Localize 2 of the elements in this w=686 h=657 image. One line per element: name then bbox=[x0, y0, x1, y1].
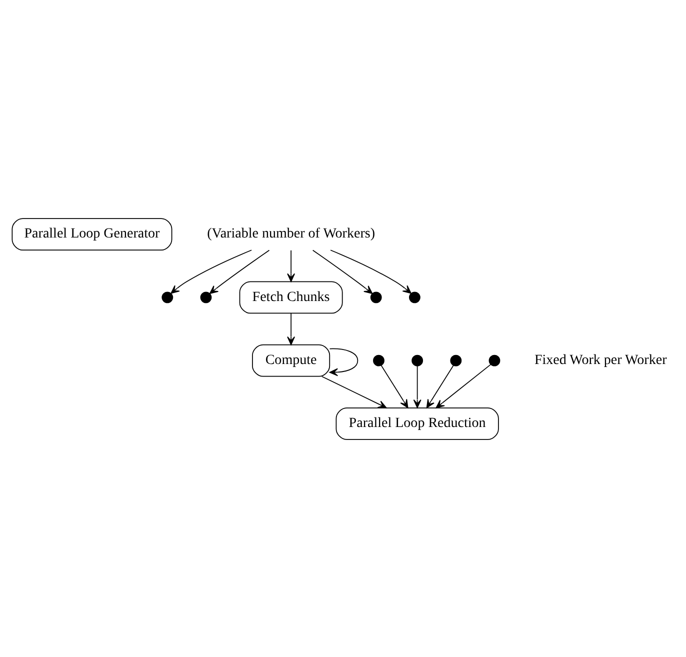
label: Fixed Work per Worker bbox=[534, 351, 667, 368]
node-text: (Variable number of Workers) bbox=[207, 225, 375, 242]
